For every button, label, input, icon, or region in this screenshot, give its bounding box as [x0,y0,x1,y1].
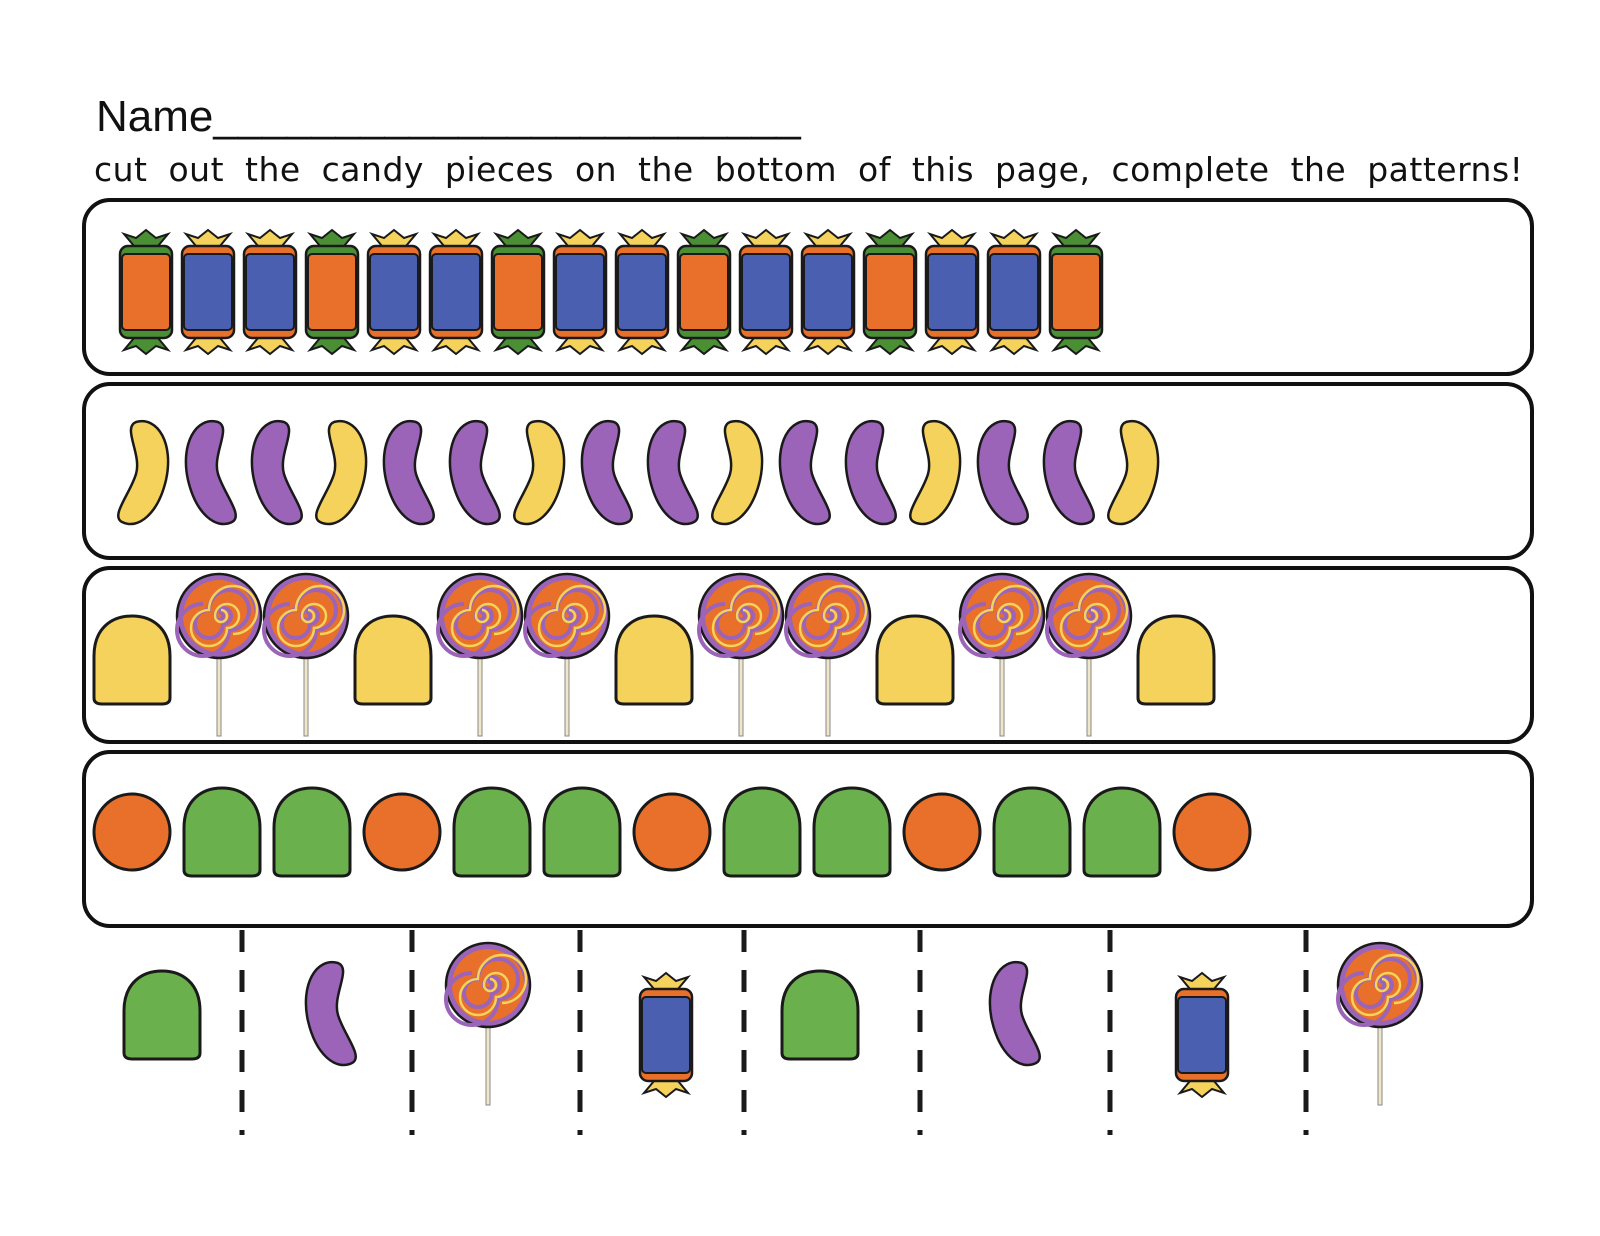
blue-wrapped-piece [552,228,608,356]
orange-wrapped-piece [1048,228,1104,356]
green-gumdrop-piece [542,786,622,878]
purple-bean-piece [184,419,237,526]
gumdrop-lollipop-sequence [92,572,1216,737]
orange-wrapped-piece [118,228,174,356]
cutout-lollipop [1336,941,1424,1106]
yellow-bean-piece [909,419,962,526]
yellow-gumdrop-piece [353,614,433,706]
green-gumdrop-piece [272,786,352,878]
cutout-purple-bean [988,960,1041,1067]
purple-bean-piece [1042,419,1095,526]
green-gumdrop-piece [182,786,262,878]
yellow-gumdrop-piece [614,614,694,706]
blue-wrapped-piece [180,228,236,356]
blue-wrapped-piece [366,228,422,356]
orange-wrapped-piece [490,228,546,356]
pattern-row-ball-gumdrop [82,750,1534,928]
ball-gumdrop-sequence [92,786,1252,878]
pattern-row-wrapped-candy [82,198,1534,376]
orange-wrapped-piece [862,228,918,356]
orange-ball-piece [92,792,172,872]
yellow-bean-piece [711,419,764,526]
yellow-bean-piece [315,419,368,526]
lollipop-piece [523,572,611,737]
yellow-gumdrop-piece [875,614,955,706]
cutout-green-gumdrop [122,969,202,1061]
lollipop-piece [175,572,263,737]
wrapped-candy-sequence [118,228,1104,356]
yellow-bean-piece [117,419,170,526]
lollipop-piece [262,572,350,737]
green-gumdrop-piece [992,786,1072,878]
lollipop-piece [958,572,1046,737]
jelly-bean-sequence [117,419,1160,526]
lollipop-piece [436,572,524,737]
name-field: Name________________________ [96,92,801,142]
purple-bean-piece [382,419,435,526]
orange-ball-piece [902,792,982,872]
cutout-purple-bean [304,960,357,1067]
cutout-pieces [122,930,1424,1135]
instructions-text: cut out the candy pieces on the bottom o… [94,150,1524,189]
orange-wrapped-piece [676,228,732,356]
cutout-green-gumdrop [780,969,860,1061]
cutout-blue-wrapped [638,971,694,1099]
orange-ball-piece [1172,792,1252,872]
name-label: Name [96,92,214,141]
blue-wrapped-piece [614,228,670,356]
blue-wrapped-piece [800,228,856,356]
purple-bean-piece [580,419,633,526]
purple-bean-piece [646,419,699,526]
orange-ball-piece [632,792,712,872]
cutout-strip [0,930,1600,1170]
blue-wrapped-piece [242,228,298,356]
cutout-lollipop [444,941,532,1106]
purple-bean-piece [448,419,501,526]
blue-wrapped-piece [428,228,484,356]
orange-wrapped-piece [304,228,360,356]
cutout-blue-wrapped [1174,971,1230,1099]
yellow-gumdrop-piece [1136,614,1216,706]
blue-wrapped-piece [924,228,980,356]
blue-wrapped-piece [738,228,794,356]
orange-ball-piece [362,792,442,872]
lollipop-piece [1045,572,1133,737]
purple-bean-piece [844,419,897,526]
yellow-bean-piece [513,419,566,526]
pattern-row-jelly-beans [82,382,1534,560]
green-gumdrop-piece [722,786,802,878]
blue-wrapped-piece [986,228,1042,356]
green-gumdrop-piece [1082,786,1162,878]
purple-bean-piece [976,419,1029,526]
yellow-gumdrop-piece [92,614,172,706]
pattern-row-gumdrop-lollipop [82,566,1534,744]
yellow-bean-piece [1107,419,1160,526]
lollipop-piece [784,572,872,737]
lollipop-piece [697,572,785,737]
purple-bean-piece [778,419,831,526]
green-gumdrop-piece [812,786,892,878]
purple-bean-piece [250,419,303,526]
name-blank: ________________________ [213,92,801,141]
green-gumdrop-piece [452,786,532,878]
